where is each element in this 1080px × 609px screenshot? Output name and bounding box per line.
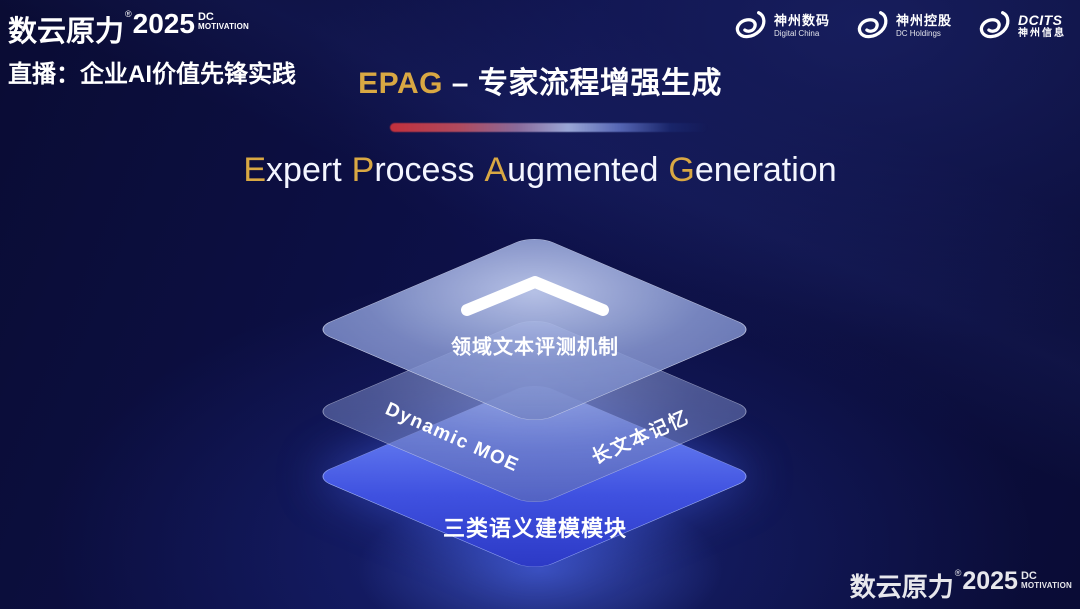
swirl-icon xyxy=(857,11,888,39)
section-title-separator: – xyxy=(451,67,469,100)
partner-logos: 神州数码 Digital China 神州控股 DC Holdings DCIT… xyxy=(734,11,1066,40)
swirl-icon xyxy=(979,11,1010,39)
layer-top-label: 领域文本评测机制 xyxy=(451,336,619,359)
brand-year: 2025 xyxy=(132,8,195,39)
live-title: 直播：企业AI价值先锋实践 xyxy=(8,61,296,88)
logo-dcits: DCITS 神州信息 xyxy=(978,11,1066,40)
logo-digital-china: 神州数码 Digital China xyxy=(734,11,830,40)
section-title-cn: 专家流程增强生成 xyxy=(477,67,722,100)
registered-mark: ® xyxy=(125,9,132,19)
gradient-divider xyxy=(390,123,708,132)
brand-name: 数云原力 xyxy=(8,16,125,48)
section-title-acronym: EPAG xyxy=(358,67,443,100)
layer-bottom-label: 三类语义建模模块 xyxy=(442,516,628,541)
swirl-icon xyxy=(735,11,766,39)
brand-logo-top-left: 数云原力®2025 DC MOTIVATION xyxy=(8,8,249,50)
section-title: EPAG – 专家流程增强生成 xyxy=(358,58,722,102)
brand-subtext: DC MOTIVATION xyxy=(197,11,249,31)
brand-logo-bottom-right: 数云原力®2025 DC MOTIVATION xyxy=(849,567,1072,602)
logo-dc-holdings: 神州控股 DC Holdings xyxy=(856,11,952,40)
